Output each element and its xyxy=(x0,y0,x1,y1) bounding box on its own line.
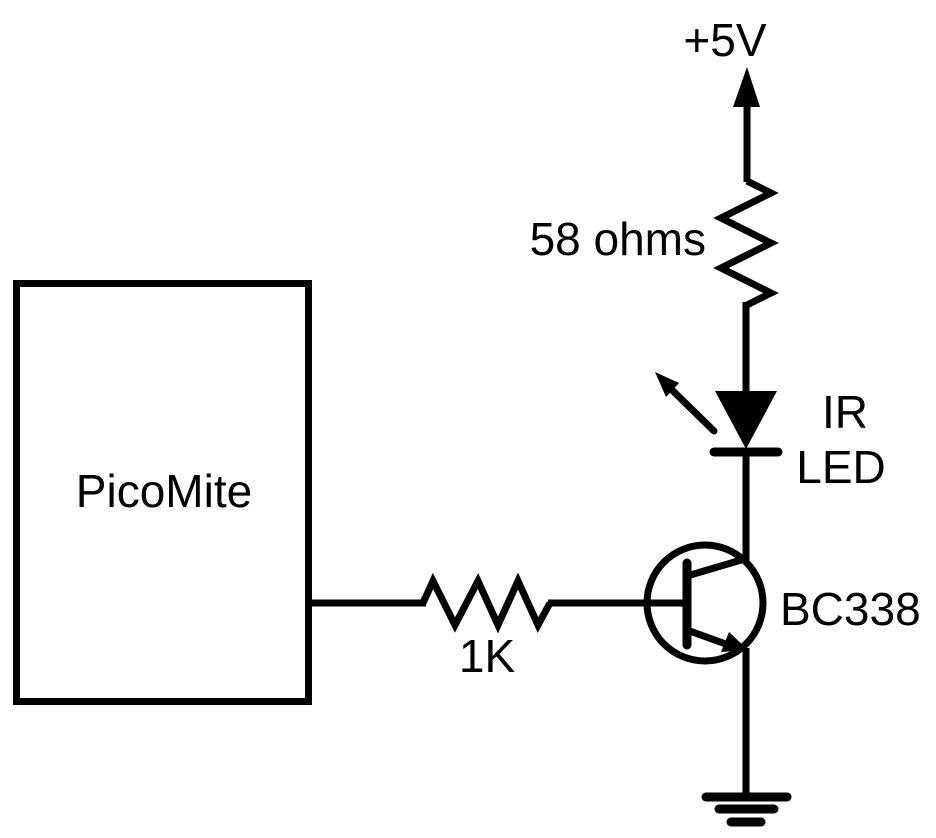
base-resistor-label: 1K xyxy=(459,630,516,682)
supply-arrowhead-icon xyxy=(733,67,760,107)
series-resistor-zigzag xyxy=(713,177,779,309)
transistor-collector-lead xyxy=(686,554,749,580)
series-resistor-symbol: 58 ohms xyxy=(530,177,779,309)
led-triangle xyxy=(715,391,777,449)
picomite-box xyxy=(13,280,312,705)
led-label-line1: IR xyxy=(822,386,868,438)
led-emission-arrow-shaft xyxy=(668,386,718,435)
mcu-block: PicoMite xyxy=(13,280,312,705)
transistor-emitter-arrowhead-icon xyxy=(721,632,748,652)
picomite-label: PicoMite xyxy=(76,465,252,517)
ground-symbol xyxy=(701,792,792,827)
led-emission-arrowhead-icon xyxy=(655,372,679,397)
base-resistor-zigzag xyxy=(419,572,554,634)
led-label-line2: LED xyxy=(796,441,885,493)
series-resistor-label: 58 ohms xyxy=(530,213,706,265)
base-network: 1K xyxy=(308,572,687,682)
ir-led-symbol: IR LED xyxy=(655,372,886,493)
power-supply-symbol: +5V xyxy=(683,14,767,182)
transistor-label: BC338 xyxy=(780,583,921,635)
supply-label: +5V xyxy=(683,14,766,66)
transistor-symbol: BC338 xyxy=(643,541,921,665)
